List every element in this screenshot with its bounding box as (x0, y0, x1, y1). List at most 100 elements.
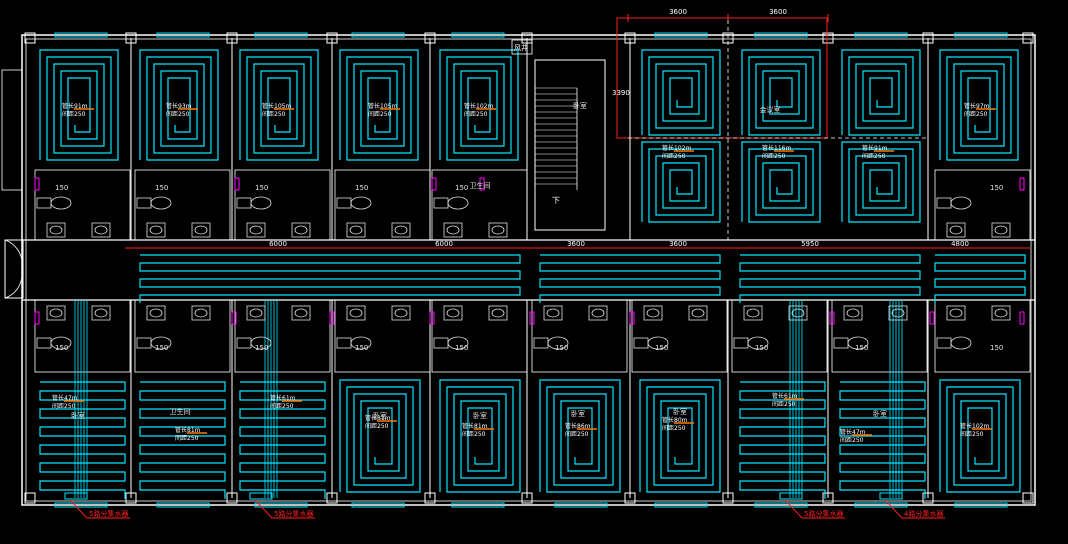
magenta-marker (431, 177, 437, 191)
dim-text-top-0: 3600 (669, 8, 687, 16)
loop-spacing-prefix: 间距 (262, 110, 274, 118)
toilet-tank (236, 197, 252, 209)
loop-length-value: 91m (74, 103, 88, 110)
sink-counter (443, 305, 463, 321)
toilet-tank (633, 337, 649, 349)
loop-length-prefix: 管长 (662, 416, 674, 424)
column (1022, 32, 1034, 44)
bathroom-wall (234, 169, 331, 241)
loop-length-value: 102m (972, 423, 989, 430)
magenta-marker (629, 311, 635, 325)
walls (1, 32, 1036, 508)
loop-spacing-value: 250 (377, 423, 389, 430)
sink-counter (291, 305, 311, 321)
stair-direction-label: 下 (552, 196, 560, 205)
toilet-bowl (250, 336, 272, 350)
manifold-leader (69, 499, 88, 519)
manifold-box (249, 492, 273, 500)
loop-length-prefix: 管长 (862, 144, 874, 152)
column (1022, 492, 1034, 504)
loop-length-prefix: 管长 (662, 144, 674, 152)
sink-counter (443, 222, 463, 238)
window (554, 502, 608, 508)
fixture-size-label: 150 (55, 184, 68, 192)
loop-spacing-prefix: 间距 (462, 430, 474, 438)
toilet-tank (733, 337, 749, 349)
sink-bowl (994, 308, 1008, 318)
sink-counter (991, 305, 1011, 321)
loop-length-prefix: 管长 (762, 144, 774, 152)
fixture-size-label: 150 (355, 344, 368, 352)
magenta-marker (34, 177, 40, 191)
loop-spacing-prefix: 间距 (772, 400, 784, 408)
sink-bowl (249, 225, 263, 235)
fixture-size-label: 150 (555, 344, 568, 352)
pipe-loop (641, 141, 721, 223)
sink-counter (346, 222, 366, 238)
loop-length-prefix: 管长 (462, 422, 474, 430)
toilet-bowl (547, 336, 569, 350)
dim-text-top-1: 3600 (769, 8, 787, 16)
loop-spacing-prefix: 间距 (368, 110, 380, 118)
loop-length-prefix: 管长 (365, 414, 377, 422)
window (351, 502, 405, 508)
sink-bowl (49, 225, 63, 235)
toilet-tank (36, 197, 52, 209)
sink-bowl (846, 308, 860, 318)
sink-bowl (394, 225, 408, 235)
magenta-marker (329, 311, 335, 325)
loop-spacing-prefix: 间距 (840, 436, 852, 444)
magenta-marker (829, 311, 835, 325)
sink-bowl (691, 308, 705, 318)
loop-spacing-value: 250 (976, 111, 988, 118)
manifold-box (64, 492, 88, 500)
sink-counter (991, 222, 1011, 238)
sink-counter (643, 305, 663, 321)
room-label: 卫生间 (470, 181, 491, 190)
sink-counter (191, 305, 211, 321)
bathroom-wall (334, 169, 431, 241)
bathroom-wall (831, 299, 928, 373)
sink-bowl (746, 308, 760, 318)
toilet-bowl (447, 336, 469, 350)
magenta-marker (479, 177, 485, 191)
loop-length-value: 102m (674, 145, 691, 152)
sink-counter (146, 305, 166, 321)
manifold-label: 5路分集水器 (89, 509, 128, 518)
loop-spacing-value: 250 (282, 403, 294, 410)
toilet-bowl (847, 336, 869, 350)
loop-length-prefix: 管长 (270, 394, 282, 402)
magenta-marker (231, 311, 237, 325)
window (254, 502, 308, 508)
loop-length-value: 105m (274, 103, 291, 110)
toilet-tank (433, 197, 449, 209)
loop-length-value: 81m (474, 423, 488, 430)
toilet-bowl (950, 336, 972, 350)
sink-counter (743, 305, 763, 321)
sink-counter (391, 305, 411, 321)
room-label: 会议室 (760, 105, 781, 114)
pipe-loop (841, 141, 921, 223)
sink-counter (688, 305, 708, 321)
sink-counter (46, 305, 66, 321)
window (54, 502, 108, 508)
fixture-size-label: 150 (155, 344, 168, 352)
loop-spacing-value: 250 (178, 111, 190, 118)
window (451, 502, 505, 508)
toilet-tank (433, 337, 449, 349)
bathroom-wall (431, 169, 528, 241)
sink-counter (91, 305, 111, 321)
sink-bowl (446, 308, 460, 318)
window (156, 502, 210, 508)
left-window (1, 69, 23, 191)
pipe-loop (439, 49, 519, 161)
sink-bowl (546, 308, 560, 318)
sink-bowl (94, 308, 108, 318)
sink-bowl (949, 225, 963, 235)
sink-counter (488, 222, 508, 238)
sink-bowl (194, 225, 208, 235)
sink-bowl (446, 225, 460, 235)
pipe-loop (939, 379, 1021, 493)
toilet-tank (336, 337, 352, 349)
